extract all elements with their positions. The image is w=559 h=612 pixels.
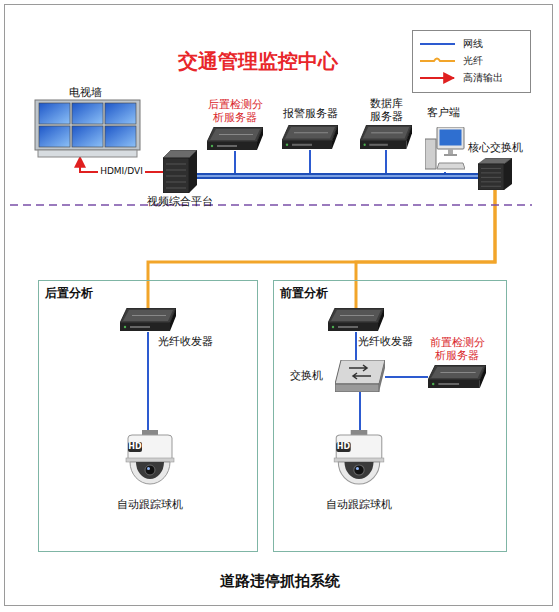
connector-line (385, 376, 428, 378)
connector-line (355, 332, 357, 360)
tv-wall-base (38, 150, 137, 157)
group-title: 后置分析 (45, 287, 125, 300)
tv-screen (72, 103, 103, 124)
device-node: 电视墙 (35, 100, 140, 157)
connector (360, 392, 361, 430)
zone-divider (10, 204, 532, 206)
node-label: 自动跟踪球机 (314, 498, 404, 511)
group-box: 前置分析光纤收发器交换机 前置检测分析服务器自动跟踪球机 (273, 280, 507, 552)
node-label: 客户端 (418, 106, 468, 119)
node-label: 电视墙 (50, 86, 120, 99)
diagram-caption: 道路违停抓拍系统 (130, 572, 430, 590)
device-node: 客户端 (425, 127, 465, 172)
legend-sample-arrow (420, 77, 454, 79)
node-label: 光纤收发器 (158, 335, 228, 348)
device-node: 视频综合平台 (163, 150, 197, 193)
server-icon (282, 125, 338, 149)
badge-text: HD (336, 442, 351, 452)
outer-frame (5, 5, 553, 606)
server-icon (360, 125, 412, 149)
dome-camera-icon (126, 430, 174, 484)
device-node: 核心交换机 (478, 158, 512, 190)
device-node: 交换机 (335, 360, 385, 392)
connector (197, 176, 478, 177)
tv-screen (39, 126, 70, 147)
switch-icon (335, 360, 385, 392)
tv-screen (39, 103, 70, 124)
transceiver-icon (328, 308, 384, 331)
node-label: 光纤收发器 (358, 335, 428, 348)
device-node: 光纤收发器 (120, 308, 176, 332)
tv-screen (105, 126, 136, 147)
legend-text: 高清输出 (463, 72, 503, 84)
tv-screen (72, 126, 103, 147)
connector-line (356, 190, 495, 308)
group-box: 后置分析光纤收发器自动跟踪球机 (38, 280, 258, 552)
node-label: 数据库服务器 (366, 97, 406, 123)
edge-label: HDMI/DVI (98, 166, 145, 177)
device-node: 报警服务器 (282, 125, 338, 150)
device-node: 数据库服务器 (360, 125, 412, 150)
connector (356, 332, 357, 360)
legend-sample-fiber (420, 59, 455, 62)
connector-line (359, 392, 361, 430)
connector (356, 190, 495, 308)
connector (385, 377, 428, 378)
client-pc-icon (425, 127, 465, 169)
core-switch-icon (478, 158, 512, 190)
tv-wall-frame (35, 100, 140, 150)
legend-box (413, 31, 531, 93)
group-title: 前置分析 (280, 287, 360, 300)
device-node: 光纤收发器 (328, 308, 384, 332)
server-icon (428, 365, 486, 388)
node-label: 交换机 (290, 369, 332, 382)
legend-text: 网线 (463, 38, 483, 50)
badge-text: HD (128, 442, 142, 452)
connector-core (197, 175, 478, 177)
device-node: 后置检测分析服务器 (207, 127, 263, 151)
server-icon (207, 127, 263, 150)
transceiver-icon (120, 308, 176, 331)
tv-screen (105, 103, 136, 124)
node-label: 报警服务器 (272, 107, 348, 120)
node-label: 前置检测分析服务器 (426, 336, 488, 362)
connector (148, 332, 149, 430)
device-node: 自动跟踪球机 (330, 430, 388, 488)
node-label: 视频综合平台 (140, 195, 220, 208)
diagram-title: 交通管理监控中心 (130, 49, 386, 73)
legend-text: 光纤 (463, 55, 483, 67)
node-label: 后置检测分析服务器 (203, 98, 267, 124)
dome-camera-icon (334, 430, 384, 484)
device-node: 自动跟踪球机 (122, 430, 178, 488)
legend-sample-line (420, 43, 455, 45)
connector-line (147, 332, 149, 430)
video-platform-icon (163, 150, 197, 193)
node-label: 自动跟踪球机 (105, 498, 195, 511)
device-node: 前置检测分析服务器 (428, 365, 486, 389)
node-label: 核心交换机 (468, 141, 538, 154)
connector-line (197, 173, 478, 179)
